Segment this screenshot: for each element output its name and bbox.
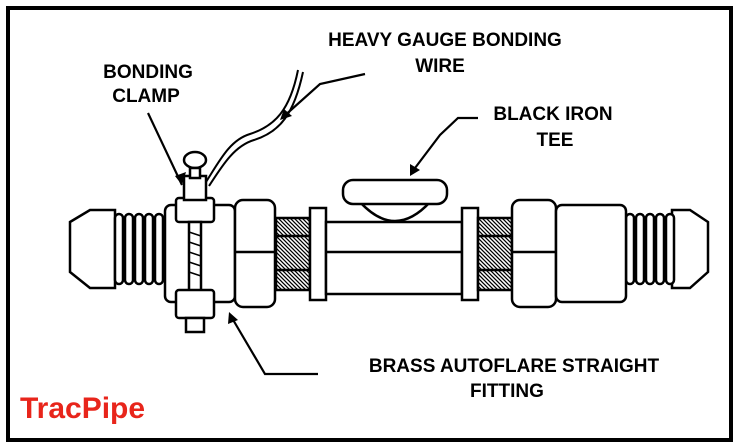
callout-labels: BONDING CLAMP HEAVY GAUGE BONDING WIRE B…: [103, 30, 659, 402]
bonding-clamp: [174, 150, 216, 334]
tubing-corrugation-ridge: [664, 212, 676, 286]
diagram-frame: [6, 6, 733, 442]
tee-label-line1: BLACK IRON: [493, 104, 612, 125]
tee-leader: [411, 116, 478, 173]
right-corrugated-tubing: [624, 208, 710, 290]
tubing-corrugation-ridge: [654, 212, 666, 286]
fitting-label-line2: FITTING: [470, 381, 544, 402]
fitting-label-line1: BRASS AUTOFLARE STRAIGHT: [369, 356, 660, 377]
tubing-corrugation-ridge: [153, 212, 165, 286]
black-iron-tee: [308, 178, 480, 302]
leader-lines: [147, 72, 478, 376]
tubing-corrugation-ridge: [143, 212, 155, 286]
tubing-corrugation-ridge: [644, 212, 656, 286]
bonding-clamp-label-line2: CLAMP: [112, 86, 180, 107]
tubing-corrugation-ridge: [133, 212, 145, 286]
tubing-corrugation-ridge: [634, 212, 646, 286]
fitting-leader: [231, 317, 318, 376]
wire-label-line1: HEAVY GAUGE BONDING: [328, 30, 562, 51]
bonding-wire: [205, 69, 304, 187]
tubing-corrugation-ridge: [113, 212, 125, 286]
bonding-clamp-label-line1: BONDING: [103, 62, 193, 83]
brand-logo-text: TracPipe: [20, 392, 146, 425]
left-corrugated-tubing: [68, 208, 165, 290]
tee-label-line2: TEE: [537, 130, 574, 151]
wire-leader: [281, 72, 366, 119]
wire-label-line2: WIRE: [415, 56, 465, 77]
bonding-clamp-leader: [147, 112, 183, 186]
right-brass-autoflare-fitting: [476, 198, 628, 309]
tubing-corrugation-ridge: [123, 212, 135, 286]
